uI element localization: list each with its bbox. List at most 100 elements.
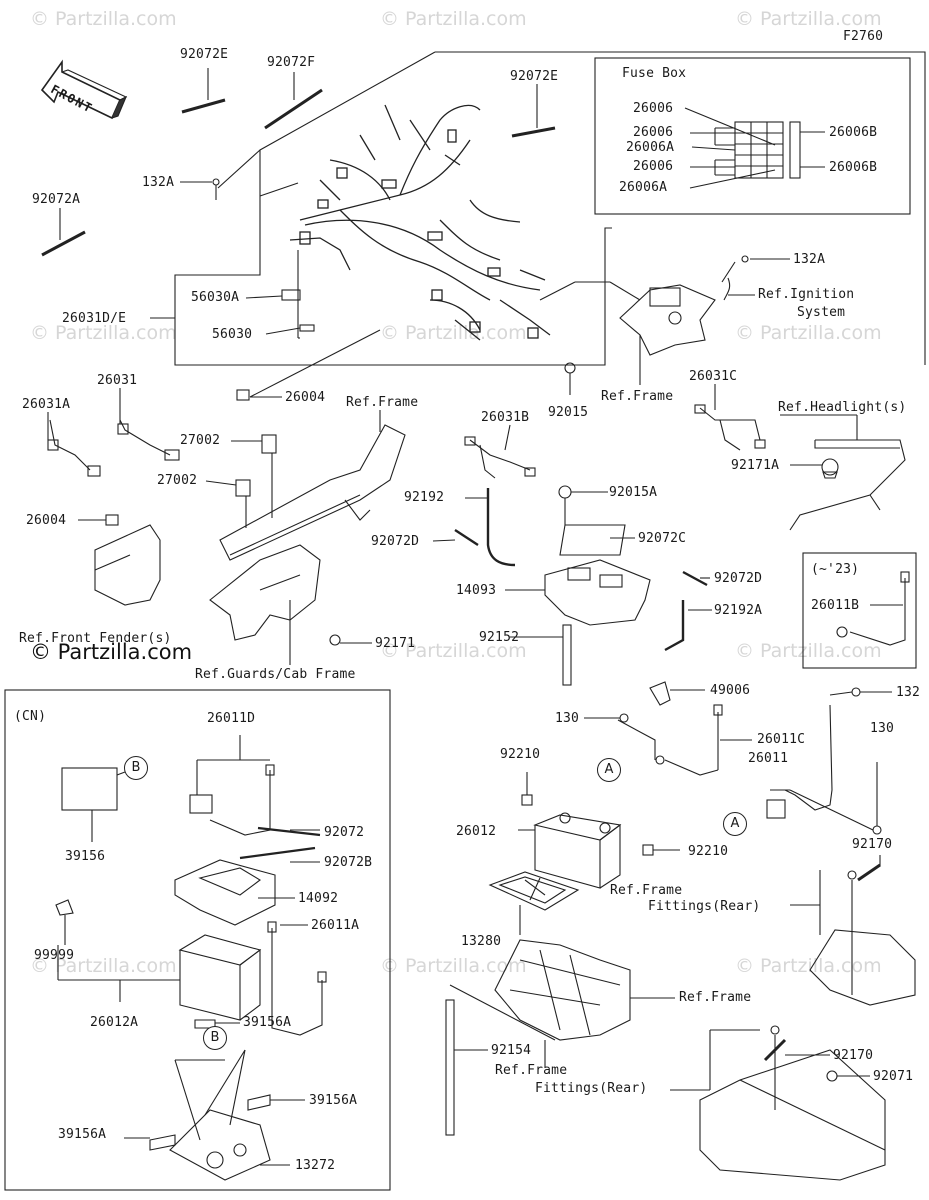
- callout-92072c: 92072C: [638, 531, 687, 546]
- callout-92210-2: 92210: [688, 844, 729, 859]
- fuse-label: 26006: [633, 101, 674, 116]
- callout-26031: 26031: [97, 373, 138, 388]
- clamp-56030a-icon: [281, 289, 301, 301]
- callout-92192: 92192: [404, 490, 445, 505]
- band-92072f-icon: [264, 88, 323, 130]
- fuse-label-right: 26006B: [829, 125, 878, 140]
- ref-front-fender: Ref.Front Fender(s): [19, 631, 172, 646]
- rear-frame-icon: [494, 939, 631, 1041]
- callout-130-2: 130: [870, 721, 895, 736]
- watermark: © Partzilla.com: [380, 322, 527, 344]
- ref-guards: Ref.Guards/Cab Frame: [195, 667, 356, 682]
- fuse-label: 26006A: [619, 180, 668, 195]
- fuse-label: 26006: [633, 125, 674, 140]
- callout-92152: 92152: [479, 630, 520, 645]
- main-wiring-harness-icon: [289, 104, 551, 341]
- callout-13272: 13272: [295, 1158, 336, 1173]
- hose-92192-icon: [486, 488, 516, 567]
- callout-92192a: 92192A: [714, 603, 763, 618]
- battery-cover-14092-icon: [174, 859, 276, 926]
- callout-39156: 39156: [65, 849, 106, 864]
- watermark: © Partzilla.com: [30, 8, 177, 30]
- band-92072e-2-icon: [511, 126, 556, 138]
- band-92072b-icon: [239, 846, 316, 860]
- fittings-rear-1-icon: [809, 863, 916, 1006]
- callout-26031a: 26031A: [22, 397, 71, 412]
- callout-26011a: 26011A: [311, 918, 360, 933]
- callout-26012: 26012: [456, 824, 497, 839]
- callout-92170-2: 92170: [833, 1048, 874, 1063]
- bolt-132-icon: [829, 687, 861, 697]
- fuse-box-title: Fuse Box: [622, 66, 687, 81]
- front-fender-bracket-icon: [94, 514, 161, 606]
- ref-a-circle: A: [723, 812, 747, 836]
- ref-b-circle: B: [124, 756, 148, 780]
- variant-box: [802, 552, 917, 669]
- nut-92210-2-icon: [642, 844, 654, 856]
- callout-92171: 92171: [375, 636, 416, 651]
- callout-26004-2: 26004: [26, 513, 67, 528]
- watermark: © Partzilla.com: [735, 322, 882, 344]
- callout-92071: 92071: [873, 1069, 914, 1084]
- watermark: © Partzilla.com: [380, 8, 527, 30]
- ref-a-circle: A: [597, 758, 621, 782]
- cn-title: (CN): [14, 709, 47, 724]
- callout-26031b: 26031B: [481, 410, 530, 425]
- battery-26012a-icon: [178, 934, 262, 1021]
- battery-plate-13280-icon: [488, 871, 580, 911]
- callout-92072a: 92072A: [32, 192, 81, 207]
- variant-title: (~'23): [811, 562, 860, 577]
- harness-26031-icon: [117, 419, 180, 461]
- watermark: © Partzilla.com: [735, 955, 882, 977]
- cable-26011a-icon: [267, 921, 327, 1036]
- ref-fittings-rear-2: Fittings(Rear): [535, 1081, 648, 1096]
- figure-code: F2760: [843, 29, 884, 44]
- front-arrow-icon: [40, 59, 128, 120]
- bolt-130-2-icon: [872, 825, 882, 835]
- cap-49006-icon: [649, 681, 671, 706]
- nut-92210-icon: [521, 794, 533, 806]
- callout-92072d: 92072D: [371, 534, 420, 549]
- callout-26011c: 26011C: [757, 732, 806, 747]
- clamp-56030-icon: [299, 324, 315, 332]
- callout-26031c: 26031C: [689, 369, 738, 384]
- callout-14092: 14092: [298, 891, 339, 906]
- watermark: © Partzilla.com: [380, 640, 527, 662]
- callout-132a: 132A: [142, 175, 175, 190]
- callout-39156a: 39156A: [243, 1015, 292, 1030]
- ref-b-circle: B: [203, 1026, 227, 1050]
- bolt-92152-icon: [562, 624, 572, 686]
- frame-cross-member-icon: [219, 424, 406, 561]
- callout-56030a: 56030A: [191, 290, 240, 305]
- callout-132: 132: [896, 685, 921, 700]
- battery-case-14093-icon: [544, 524, 651, 626]
- callout-92072b: 92072B: [324, 855, 373, 870]
- ref-frame-4: Ref.Frame: [679, 990, 752, 1005]
- callout-27002: 27002: [180, 433, 221, 448]
- battery-26012-icon: [533, 812, 622, 889]
- callout-14093: 14093: [456, 583, 497, 598]
- callout-26031de: 26031D/E: [62, 311, 127, 326]
- cable-26011b-icon: [836, 571, 910, 646]
- harness-26031c-icon: [694, 404, 766, 451]
- callout-92072d-2: 92072D: [714, 571, 763, 586]
- callout-99999: 99999: [34, 948, 75, 963]
- nut-92015a-icon: [558, 485, 572, 499]
- watermark: © Partzilla.com: [30, 955, 177, 977]
- harness-26031b-icon: [464, 436, 536, 479]
- watermark: © Partzilla.com: [380, 955, 527, 977]
- hose-92192a-icon: [664, 600, 685, 652]
- callout-92170: 92170: [852, 837, 893, 852]
- fuse-label: 26006: [633, 159, 674, 174]
- band-92072-icon: [257, 826, 321, 837]
- ref-frame: Ref.Frame: [601, 389, 674, 404]
- callout-39156a-3: 39156A: [58, 1127, 107, 1142]
- ref-fittings-rear: Fittings(Rear): [648, 899, 761, 914]
- callout-26011b: 26011B: [811, 598, 860, 613]
- ref-headlight: Ref.Headlight(s): [778, 400, 907, 415]
- fuse-label-right: 26006B: [829, 160, 878, 175]
- fuse-label: 26006A: [626, 140, 675, 155]
- band-92072e-icon: [181, 98, 226, 114]
- callout-26011: 26011: [748, 751, 789, 766]
- callout-92015a: 92015A: [609, 485, 658, 500]
